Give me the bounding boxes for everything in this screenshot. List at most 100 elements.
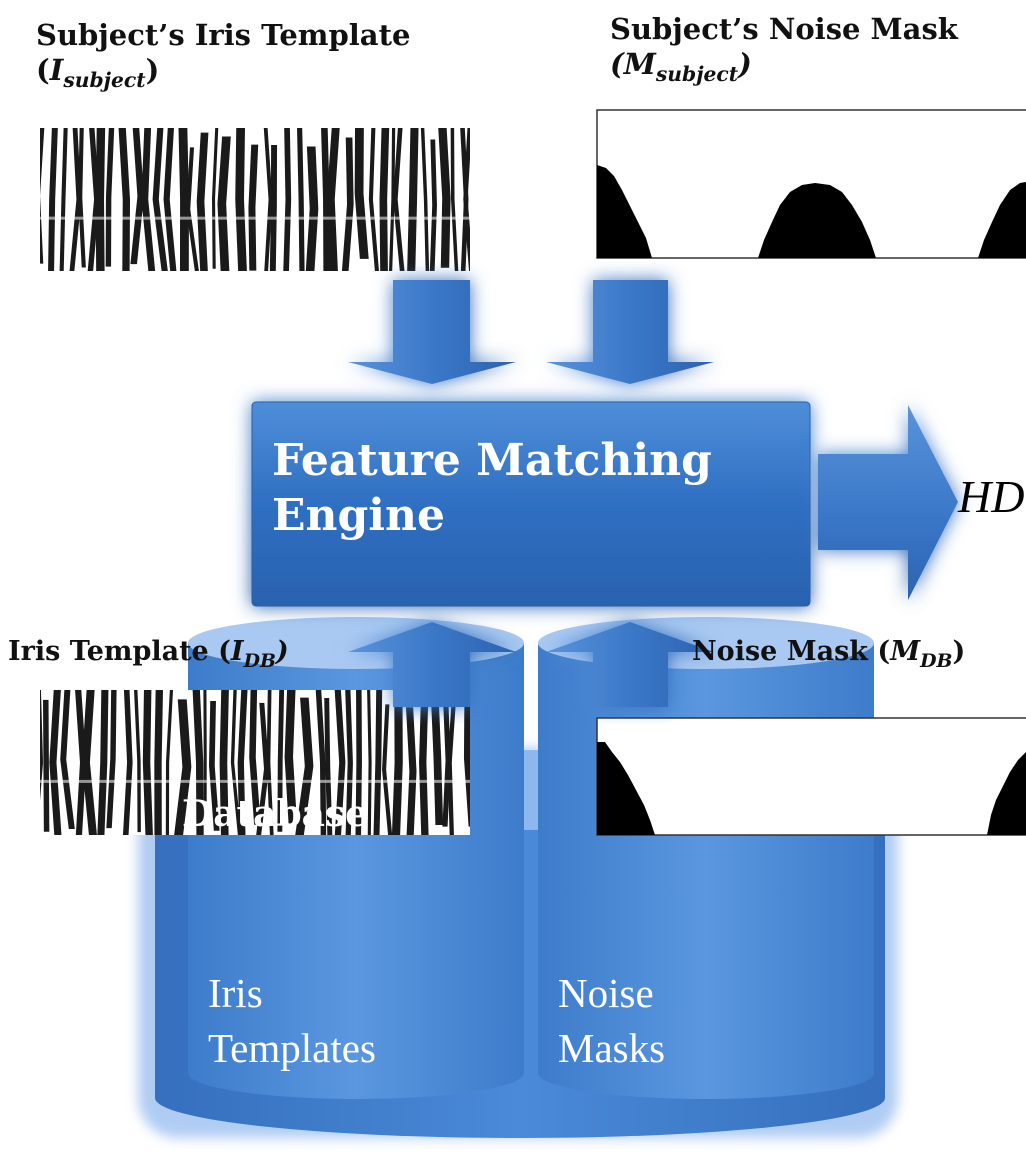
iris-stripe bbox=[379, 128, 390, 271]
database-title-text: Database bbox=[182, 793, 369, 835]
iris-stripe bbox=[152, 128, 168, 271]
db-iris-template-label: Iris Template (IDB) bbox=[8, 636, 289, 672]
iris-stripe bbox=[69, 128, 82, 271]
subject-iris-subscript: subject bbox=[63, 67, 146, 92]
subject-mask-subscript: subject bbox=[655, 61, 739, 86]
subject-iris-symbol: I bbox=[49, 52, 64, 87]
iris-stripe bbox=[59, 128, 68, 271]
iris-stripe bbox=[367, 690, 372, 835]
iris-stripe bbox=[295, 697, 314, 835]
iris-stripe bbox=[321, 128, 330, 271]
iris-stripe bbox=[230, 690, 242, 835]
iris-stripe bbox=[450, 128, 459, 271]
iris-stripe bbox=[406, 707, 417, 835]
iris-stripe bbox=[248, 144, 259, 271]
iris-stripe bbox=[463, 128, 470, 271]
iris-stripe bbox=[192, 690, 204, 835]
iris-stripe bbox=[97, 690, 109, 835]
iris-stripe bbox=[43, 699, 50, 832]
iris-stripe bbox=[345, 690, 353, 835]
engine-line-1: Feature Matching bbox=[272, 435, 712, 486]
iris-stripe bbox=[154, 690, 163, 835]
iris-stripe bbox=[269, 144, 278, 271]
iris-stripe bbox=[142, 690, 153, 835]
iris-stripe bbox=[174, 699, 192, 835]
iris-stripe bbox=[284, 690, 298, 825]
engine-label: Feature Matching Engine bbox=[272, 433, 712, 543]
database-title: Database bbox=[182, 792, 368, 837]
iris-stripe bbox=[49, 690, 62, 835]
iris-band bbox=[40, 779, 470, 783]
db-noise-mask-image bbox=[596, 717, 1026, 836]
noise-masks-label: Noise Masks bbox=[558, 966, 665, 1077]
iris-stripe bbox=[105, 128, 115, 267]
noise-masks-line-1: Noise bbox=[558, 970, 654, 1016]
iris-stripe bbox=[447, 690, 457, 835]
iris-templates-line-2: Templates bbox=[208, 1025, 376, 1072]
iris-stripe bbox=[60, 690, 75, 829]
iris-stripe bbox=[355, 690, 362, 835]
subject-mask-title: Subject’s Noise Mask bbox=[610, 12, 958, 46]
iris-stripe bbox=[211, 128, 219, 269]
iris-stripe bbox=[249, 690, 261, 825]
iris-stripe bbox=[95, 128, 106, 271]
db-iris-subscript: DB bbox=[243, 649, 276, 672]
subject-iris-template-label: Subject’s Iris Template (Isubject) bbox=[36, 18, 411, 92]
iris-stripe bbox=[341, 137, 354, 271]
iris-stripe bbox=[163, 128, 177, 271]
iris-stripe bbox=[373, 690, 383, 835]
db-iris-title: Iris Template bbox=[8, 636, 209, 667]
iris-stripe bbox=[420, 128, 430, 271]
iris-stripe bbox=[235, 128, 247, 271]
iris-stripe bbox=[118, 128, 131, 271]
db-mask-title: Noise Mask bbox=[692, 636, 869, 667]
iris-stripe bbox=[463, 690, 470, 827]
iris-stripe bbox=[266, 690, 274, 835]
feature-matching-engine-box bbox=[251, 401, 811, 607]
subject-iris-title: Subject’s Iris Template bbox=[36, 18, 411, 52]
output-hd-text: HD bbox=[958, 471, 1025, 522]
iris-stripe bbox=[407, 128, 419, 271]
iris-stripe bbox=[305, 146, 319, 271]
db-iris-symbol: I bbox=[230, 636, 244, 667]
iris-stripe bbox=[48, 128, 58, 271]
iris-band bbox=[40, 216, 470, 220]
iris-stripe bbox=[81, 690, 97, 835]
iris-stripe bbox=[430, 690, 444, 826]
db-mask-arrow bbox=[546, 622, 714, 707]
iris-stripe bbox=[237, 690, 248, 835]
db-template-arrow bbox=[348, 622, 516, 707]
subject-mask-symbol: M bbox=[623, 46, 656, 81]
iris-stripe bbox=[219, 690, 229, 835]
iris-stripe bbox=[203, 690, 207, 819]
noise-masks-line-2: Masks bbox=[558, 1025, 666, 1072]
iris-stripe bbox=[326, 128, 340, 271]
subject-noise-mask-label: Subject’s Noise Mask (Msubject) bbox=[610, 12, 958, 86]
iris-stripe bbox=[263, 128, 273, 271]
output-arrow bbox=[818, 405, 958, 600]
db-mask-symbol: M bbox=[890, 636, 921, 667]
iris-stripe bbox=[388, 128, 396, 271]
iris-stripe bbox=[40, 690, 44, 801]
iris-stripe bbox=[217, 136, 231, 271]
subject-mask-arrow bbox=[546, 280, 714, 384]
iris-stripe bbox=[78, 128, 86, 268]
iris-stripe bbox=[186, 147, 199, 271]
iris-stripe bbox=[283, 128, 292, 271]
iris-stripe bbox=[368, 128, 379, 271]
iris-stripe bbox=[106, 690, 117, 829]
subject-noise-mask-image bbox=[596, 109, 1026, 259]
engine-line-2: Engine bbox=[272, 490, 445, 541]
iris-stripe bbox=[165, 690, 174, 835]
iris-stripe bbox=[438, 128, 451, 268]
iris-stripe bbox=[324, 697, 333, 835]
db-iris-template-image bbox=[40, 690, 470, 835]
iris-stripe bbox=[277, 690, 285, 832]
iris-stripe bbox=[141, 128, 156, 271]
iris-stripe bbox=[209, 700, 220, 831]
iris-stripe bbox=[256, 702, 270, 835]
iris-stripe bbox=[196, 132, 209, 271]
subject-template-arrow bbox=[348, 280, 516, 384]
iris-stripe bbox=[297, 128, 305, 271]
